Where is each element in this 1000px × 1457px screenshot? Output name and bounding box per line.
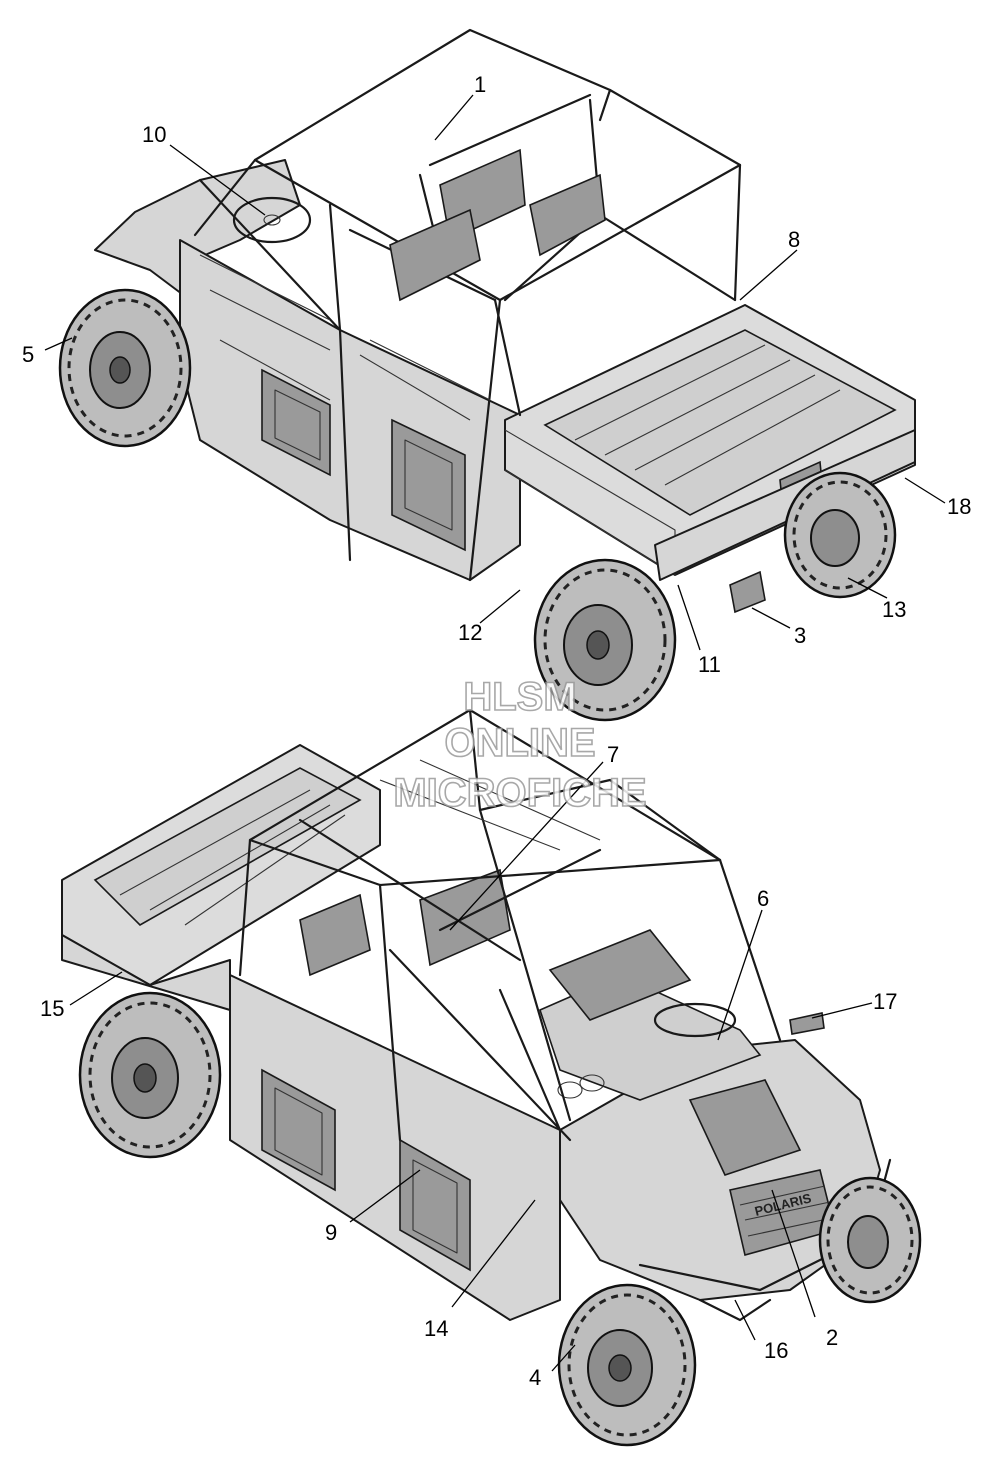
callout-1: 1 <box>474 72 486 97</box>
callout-5: 5 <box>22 342 34 367</box>
callout-3: 3 <box>794 623 806 648</box>
watermark: HLSM ONLINE MICROFICHE <box>393 674 648 816</box>
callout-7: 7 <box>607 742 619 767</box>
callout-11: 11 <box>698 652 721 677</box>
callout-13: 13 <box>882 597 906 622</box>
callout-8: 8 <box>788 227 800 252</box>
leader-lines <box>44 94 946 1372</box>
watermark-line-2: ONLINE <box>444 721 595 765</box>
callout-10: 10 <box>142 122 166 147</box>
callout-4: 4 <box>529 1365 541 1390</box>
tire-rear-left-top <box>533 558 677 722</box>
callout-15: 15 <box>40 996 64 1021</box>
callout-17: 17 <box>873 989 897 1014</box>
callout-labels: 1 2 3 4 5 6 7 8 9 10 11 12 13 14 15 16 1… <box>22 72 971 1390</box>
vehicle-rear-view <box>58 28 916 722</box>
callout-6: 6 <box>757 886 769 911</box>
tire-rear-right-top <box>783 471 897 599</box>
callout-12: 12 <box>458 620 482 645</box>
callout-18: 18 <box>947 494 971 519</box>
watermark-line-1: HLSM <box>463 675 576 719</box>
vehicle-front-view: POLARIS <box>61 708 922 1447</box>
tire-front-left-bottom <box>557 1283 697 1447</box>
tire-front-left-top <box>58 288 192 448</box>
watermark-line-3: MICROFICHE <box>393 771 646 815</box>
callout-9: 9 <box>325 1220 337 1245</box>
tire-front-right-bottom <box>818 1176 922 1304</box>
callout-2: 2 <box>826 1325 838 1350</box>
callout-14: 14 <box>424 1316 448 1341</box>
callout-16: 16 <box>764 1338 788 1363</box>
tire-rear-left-bottom <box>78 991 222 1159</box>
